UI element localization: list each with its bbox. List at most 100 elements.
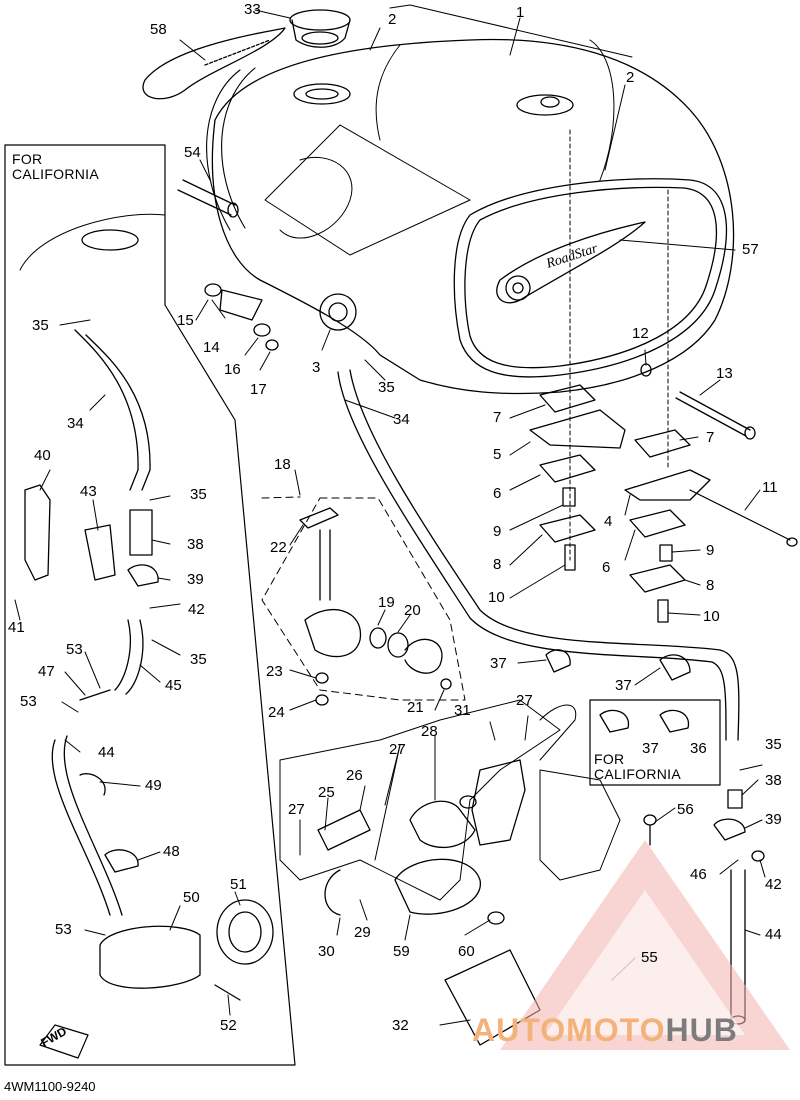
callout-59: 59 xyxy=(393,943,410,960)
callout-44: 44 xyxy=(98,744,115,761)
callout-8: 8 xyxy=(706,577,715,594)
catalog-code: 4WM1100-9240 xyxy=(4,1079,96,1094)
callout-25: 25 xyxy=(318,784,335,801)
california-inset-left-parts xyxy=(19,213,274,1059)
california-inset-left-title: FOR CALIFORNIA xyxy=(12,152,99,182)
watermark-part1: AUTOMOTO xyxy=(472,1012,666,1048)
callout-6: 6 xyxy=(602,559,611,576)
callout-5: 5 xyxy=(493,446,502,463)
callout-48: 48 xyxy=(163,843,180,860)
fuel-tank xyxy=(206,38,735,395)
tank-cutaway xyxy=(264,124,471,331)
watermark-part2: HUB xyxy=(665,1012,738,1048)
callout-7: 7 xyxy=(493,409,502,426)
callout-18: 18 xyxy=(274,456,291,473)
callout-36: 36 xyxy=(690,740,707,757)
callout-3: 3 xyxy=(312,359,321,376)
callout-53: 53 xyxy=(55,921,72,938)
callout-34: 34 xyxy=(67,415,84,432)
callout-37: 37 xyxy=(642,740,659,757)
bracket-hardware xyxy=(204,283,279,351)
callout-39: 39 xyxy=(187,571,204,588)
callout-16: 16 xyxy=(224,361,241,378)
callout-57: 57 xyxy=(742,241,759,258)
callout-28: 28 xyxy=(421,723,438,740)
callout-2: 2 xyxy=(626,69,635,86)
callout-10: 10 xyxy=(703,608,720,625)
callout-9: 9 xyxy=(493,523,502,540)
callout-42: 42 xyxy=(765,876,782,893)
callout-34: 34 xyxy=(393,411,410,428)
callout-37: 37 xyxy=(615,677,632,694)
california-inset-right-line2: CALIFORNIA xyxy=(594,766,682,782)
callout-35: 35 xyxy=(32,317,49,334)
callout-43: 43 xyxy=(80,483,97,500)
california-inset-left-frame xyxy=(4,144,296,1066)
mount-stack xyxy=(529,129,798,623)
callout-53: 53 xyxy=(66,641,83,658)
callout-53: 53 xyxy=(20,693,37,710)
callout-54: 54 xyxy=(184,144,201,161)
california-inset-right-line1: FOR xyxy=(594,751,625,767)
callout-49: 49 xyxy=(145,777,162,794)
callout-35: 35 xyxy=(378,379,395,396)
hose-34 xyxy=(337,369,740,741)
tank-badge-text: RoadStar xyxy=(544,241,600,272)
callout-9: 9 xyxy=(706,542,715,559)
callout-60: 60 xyxy=(458,943,475,960)
callout-26: 26 xyxy=(346,767,363,784)
callout-42: 42 xyxy=(188,601,205,618)
watermark-text: AUTOMOTOHUB xyxy=(472,1012,738,1049)
callout-47: 47 xyxy=(38,663,55,680)
callout-58: 58 xyxy=(150,21,167,38)
callout-27: 27 xyxy=(516,692,533,709)
callout-23: 23 xyxy=(266,663,283,680)
california-inset-left-line2: CALIFORNIA xyxy=(12,166,100,182)
callout-4: 4 xyxy=(604,513,613,530)
callout-31: 31 xyxy=(454,702,471,719)
tank-badge: RoadStar xyxy=(496,221,646,304)
callout-46: 46 xyxy=(690,866,707,883)
callout-27: 27 xyxy=(389,741,406,758)
fuel-cock-group xyxy=(261,496,466,706)
callout-51: 51 xyxy=(230,876,247,893)
callout-2: 2 xyxy=(388,11,397,28)
callout-8: 8 xyxy=(493,556,502,573)
callout-50: 50 xyxy=(183,889,200,906)
callout-29: 29 xyxy=(354,924,371,941)
callout-21: 21 xyxy=(407,699,424,716)
callout-32: 32 xyxy=(392,1017,409,1034)
callout-45: 45 xyxy=(165,677,182,694)
callout-15: 15 xyxy=(177,312,194,329)
tank-protector xyxy=(142,27,286,100)
callout-19: 19 xyxy=(378,594,395,611)
callout-13: 13 xyxy=(716,365,733,382)
callout-27: 27 xyxy=(288,801,305,818)
callout-20: 20 xyxy=(404,602,421,619)
callout-22: 22 xyxy=(270,539,287,556)
california-inset-left-line1: FOR xyxy=(12,151,43,167)
callout-38: 38 xyxy=(187,536,204,553)
callout-35: 35 xyxy=(765,736,782,753)
callout-37: 37 xyxy=(490,655,507,672)
callout-52: 52 xyxy=(220,1017,237,1034)
filler-cap xyxy=(289,9,574,116)
callout-24: 24 xyxy=(268,704,285,721)
fuel-pump-area xyxy=(279,699,621,1046)
callout-17: 17 xyxy=(250,381,267,398)
callout-33: 33 xyxy=(244,1,261,18)
callout-35: 35 xyxy=(190,651,207,668)
callout-7: 7 xyxy=(706,429,715,446)
california-inset-right-clamps xyxy=(599,709,690,733)
callout-35: 35 xyxy=(190,486,207,503)
callout-30: 30 xyxy=(318,943,335,960)
callout-40: 40 xyxy=(34,447,51,464)
callout-12: 12 xyxy=(632,325,649,342)
watermark-logo xyxy=(500,840,790,1050)
callout-38: 38 xyxy=(765,772,782,789)
callout-39: 39 xyxy=(765,811,782,828)
callout-6: 6 xyxy=(493,485,502,502)
callout-10: 10 xyxy=(488,589,505,606)
california-inset-right-title: FOR CALIFORNIA xyxy=(594,752,681,782)
